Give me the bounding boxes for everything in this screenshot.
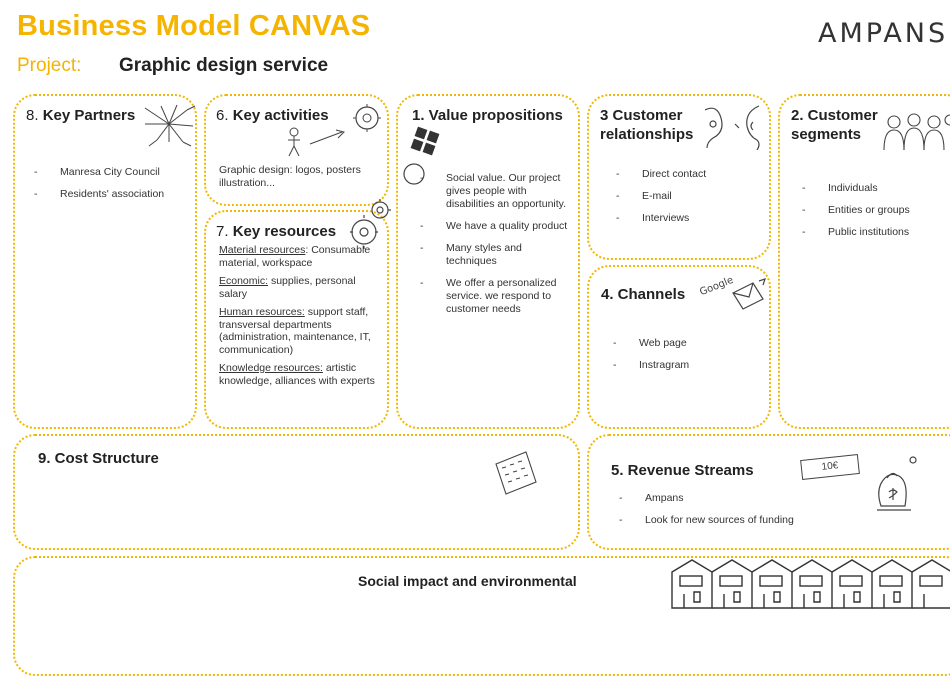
stick-figure-icon (288, 127, 345, 157)
cost-structure-box: 9. Cost Structure (13, 434, 580, 550)
customer-segments-list: Individuals Entities or groups Public in… (802, 182, 950, 239)
key-partners-title: 8. Key Partners (26, 107, 136, 124)
diamond-ring-icon (403, 126, 440, 185)
channels-list: Web page Instragram (613, 337, 759, 372)
key-resources-text: Material resources: Consumable material,… (219, 244, 384, 393)
list-item: E-mail (616, 190, 762, 203)
envelope-icon (732, 278, 766, 310)
value-propositions-title: 1. Value propositions (412, 107, 563, 124)
tree-roots-icon (144, 104, 196, 147)
customer-relationships-list: Direct contact E-mail Interviews (616, 168, 762, 225)
resource-economic: Economic: supplies, personal salary (219, 275, 356, 300)
key-resources-title: 7. Key resources (216, 223, 337, 240)
key-activities-box: 6. Key activities Graphic design: logos,… (204, 94, 389, 206)
list-item: Look for new sources of funding (619, 514, 845, 527)
value-propositions-box: 1. Value propositions Social value. Our … (396, 94, 580, 429)
ampans-logo: AMPANS (818, 18, 949, 49)
list-item: Ampans (619, 492, 845, 505)
resource-knowledge: Knowledge resources: artistic knowledge,… (219, 362, 375, 387)
list-item: Social value. Our project gives people w… (420, 172, 568, 211)
list-item: Public institutions (802, 226, 950, 239)
faces-icon (704, 105, 760, 150)
list-item: Web page (613, 337, 759, 350)
key-activities-title: 6. Key activities (216, 107, 329, 124)
cost-structure-title: 9. Cost Structure (38, 450, 159, 467)
list-item: Many styles and techniques (420, 242, 568, 268)
calculator-icon (495, 451, 537, 495)
revenue-streams-list: Ampans Look for new sources of funding (619, 492, 845, 527)
banknote-icon: 10€ (800, 454, 860, 480)
project-label: Project: (17, 55, 82, 76)
channels-box: 4. Channels Google Web page Instragram (587, 265, 771, 429)
social-impact-box: Social impact and environmental (13, 556, 950, 676)
list-item: Residents' association (34, 188, 190, 201)
list-item: Manresa City Council (34, 166, 190, 179)
key-partners-list: Manresa City Council Residents' associat… (34, 166, 190, 201)
list-item: Individuals (802, 182, 950, 195)
key-partners-box: 8. Key Partners Manresa City Council Res… (13, 94, 197, 429)
list-item: We have a quality product (420, 220, 568, 233)
value-propositions-list: Social value. Our project gives people w… (420, 172, 568, 316)
list-item: We offer a personalized service. we resp… (420, 277, 568, 316)
revenue-streams-box: 5. Revenue Streams 10€ Ampans Look for n… (587, 434, 950, 550)
list-item: Entities or groups (802, 204, 950, 217)
key-resources-box: 7. Key resources Material resources: Con… (204, 199, 391, 429)
revenue-streams-title: 5. Revenue Streams (611, 462, 754, 479)
list-item: Direct contact (616, 168, 762, 181)
resource-human: Human resources: support staff, transver… (219, 306, 371, 356)
banknote-value: 10€ (821, 460, 839, 473)
channels-title: 4. Channels (601, 286, 686, 303)
list-item: Instragram (613, 359, 759, 372)
social-impact-title: Social impact and environmental (358, 573, 577, 589)
houses-row-icon (671, 559, 950, 609)
canvas-title: Business Model CANVAS (17, 10, 371, 42)
resource-material: Material resources: Consumable material,… (219, 244, 371, 269)
gear-doodle-icon (353, 104, 381, 132)
people-group-icon (883, 113, 950, 151)
list-item: Interviews (616, 212, 762, 225)
project-name: Graphic design service (119, 55, 329, 76)
gears-icon (350, 199, 391, 249)
money-bag-icon (877, 456, 917, 511)
key-activities-text: Graphic design: logos, posters illustrat… (219, 164, 361, 189)
